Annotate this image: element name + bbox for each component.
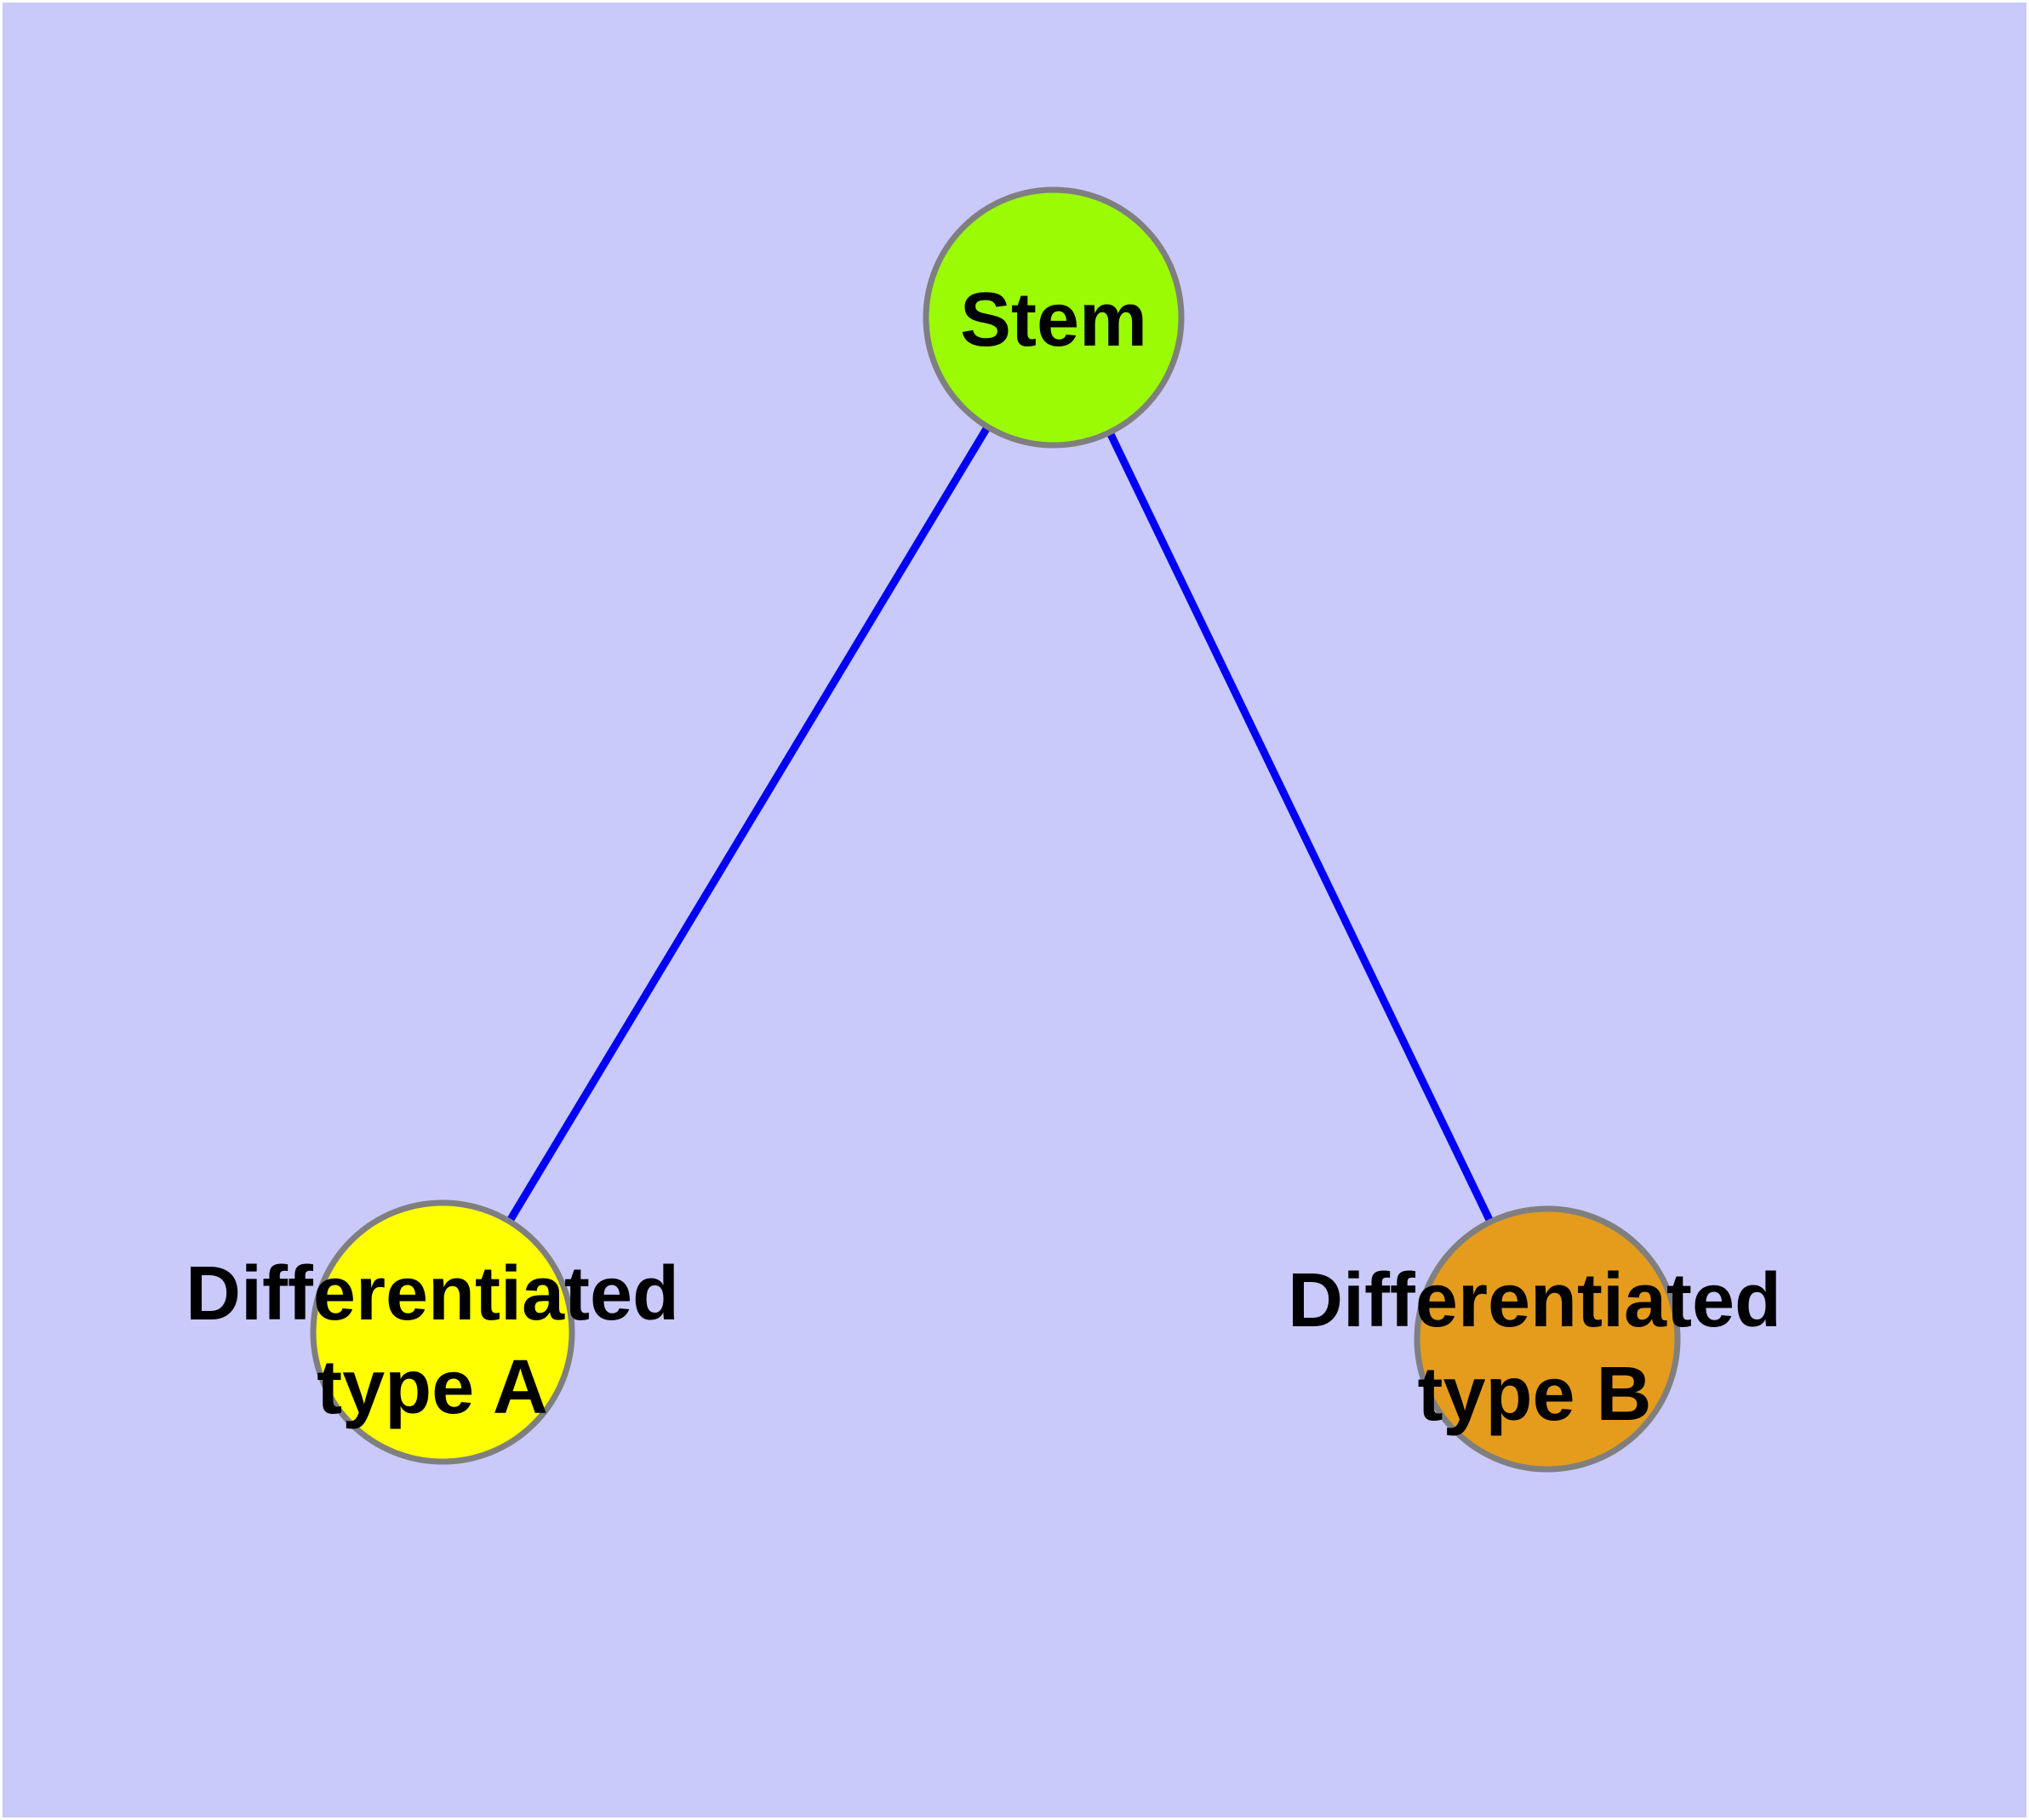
node-type-b-label-line1: Differentiated xyxy=(1288,1258,1781,1343)
stem-cell-differentiation-graph: Stem Differentiated type A Differentiate… xyxy=(186,186,1781,1473)
node-type-b xyxy=(1414,1205,1681,1473)
edge-stem-to-type-b xyxy=(1106,431,1495,1223)
node-type-b-label-line2: type B xyxy=(1417,1352,1651,1437)
node-type-a xyxy=(310,1199,575,1465)
node-type-a-label-line2: type A xyxy=(317,1345,548,1430)
edge-stem-to-type-a xyxy=(506,425,991,1223)
node-type-a-label-line1: Differentiated xyxy=(186,1251,679,1336)
node-stem xyxy=(923,186,1185,449)
node-stem-label: Stem xyxy=(960,278,1147,363)
